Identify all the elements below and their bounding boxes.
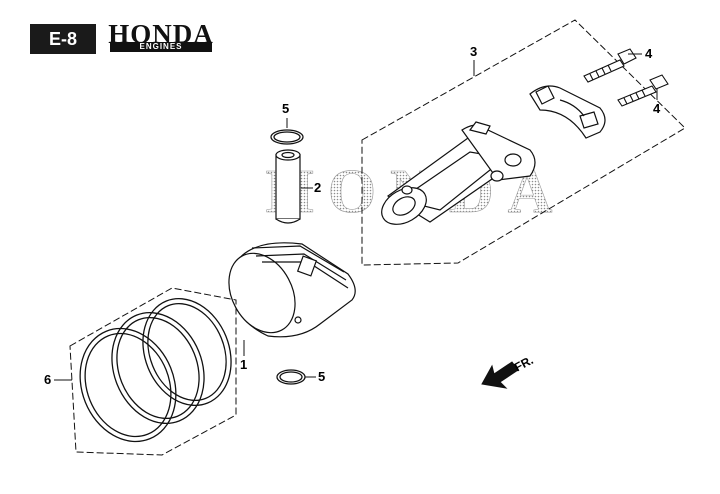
- honda-logo: HONDA ENGINES: [102, 19, 220, 54]
- piston-ring-top[interactable]: [127, 285, 246, 418]
- cap-bolt-lower[interactable]: [617, 74, 669, 107]
- piston[interactable]: [216, 242, 356, 344]
- page-code-badge: E-8: [30, 24, 96, 54]
- leader-lines: [54, 53, 658, 381]
- piston-pin[interactable]: [275, 149, 301, 224]
- piston-ring-oil[interactable]: [64, 314, 193, 456]
- piston-pin-clip-lower[interactable]: [276, 369, 306, 385]
- callout-3[interactable]: 3: [470, 44, 478, 59]
- front-direction-arrow: [481, 361, 519, 389]
- callout-1[interactable]: 1: [240, 357, 248, 372]
- callout-2[interactable]: 2: [314, 180, 322, 195]
- connecting-rod-group-frame: [361, 19, 686, 266]
- brand-subtitle: ENGINES: [110, 42, 212, 52]
- piston-ring-second[interactable]: [96, 299, 220, 438]
- connecting-rod-cap[interactable]: [529, 85, 606, 139]
- callout-6[interactable]: 6: [44, 372, 52, 387]
- connecting-rod[interactable]: [375, 121, 536, 232]
- callout-5-upper[interactable]: 5: [282, 101, 290, 116]
- piston-pin-clip-upper[interactable]: [270, 129, 304, 145]
- callout-4-upper[interactable]: 4: [645, 46, 653, 61]
- cap-bolt-upper[interactable]: [583, 48, 637, 83]
- callout-4-lower[interactable]: 4: [653, 101, 661, 116]
- callout-5-lower[interactable]: 5: [318, 369, 326, 384]
